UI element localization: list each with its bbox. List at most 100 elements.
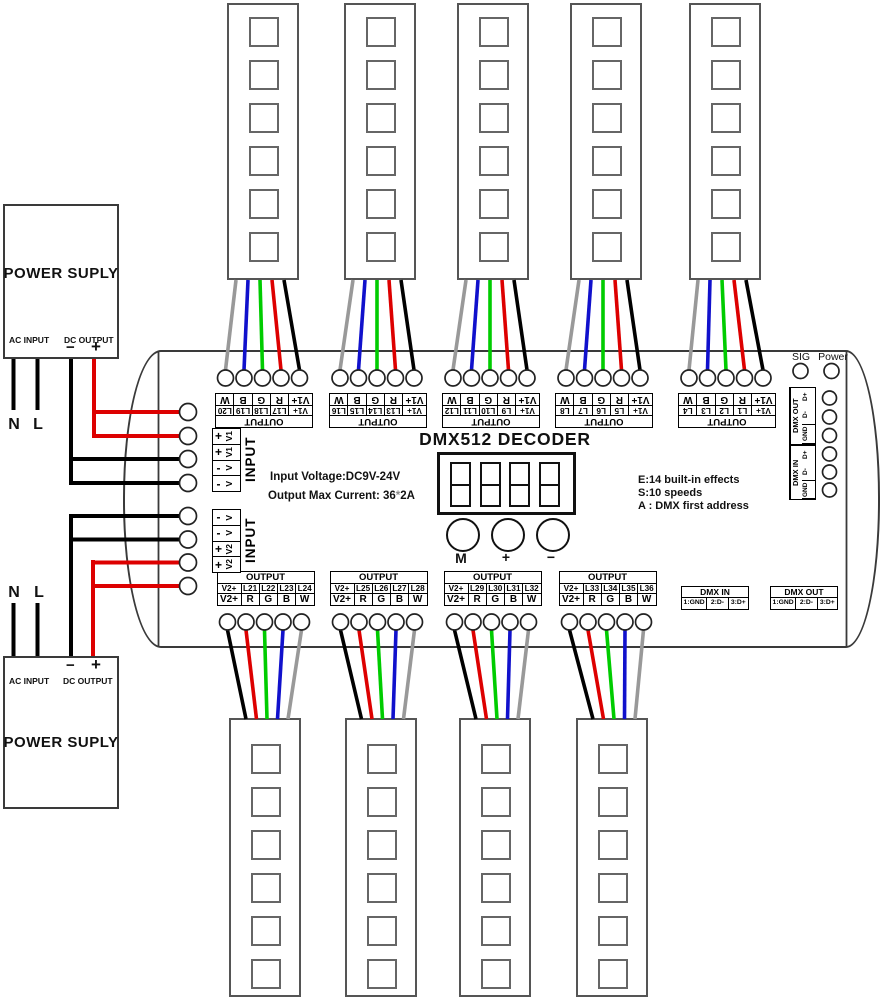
output-block-header-row: OUTPUT bbox=[331, 572, 427, 583]
led-cell bbox=[711, 146, 741, 176]
led-cell bbox=[598, 744, 628, 774]
dmx-side-pin-column: D+D-GND bbox=[802, 446, 815, 499]
led-cell bbox=[251, 787, 281, 817]
terminal-pin-label: V2+ bbox=[332, 594, 352, 605]
terminal-circle bbox=[178, 553, 198, 572]
input-cell-voltage: V bbox=[224, 530, 234, 536]
wire bbox=[338, 629, 364, 720]
input-cell: +V2 bbox=[213, 556, 240, 572]
terminal-pin-label: L14 bbox=[366, 406, 385, 415]
terminal-circle bbox=[274, 613, 292, 631]
wire bbox=[516, 629, 531, 720]
dmx-block-header: DMX OUT bbox=[784, 586, 824, 597]
terminal-pin-label: L15 bbox=[348, 406, 367, 415]
terminal-pin-label: L9 bbox=[497, 406, 516, 415]
output-block-header: OUTPUT bbox=[358, 572, 399, 583]
led-cell bbox=[592, 232, 622, 262]
wire bbox=[357, 629, 374, 720]
led-cell bbox=[481, 744, 511, 774]
terminal-circle bbox=[821, 409, 838, 425]
terminal-circle bbox=[386, 369, 405, 387]
input-block: +V1+V1-V-V bbox=[212, 428, 241, 492]
output-block-header-row: OUTPUT bbox=[330, 416, 426, 427]
wire bbox=[687, 279, 700, 371]
terminal-pin-label: B bbox=[233, 394, 253, 405]
terminal-circle bbox=[178, 576, 198, 596]
led-cell bbox=[598, 873, 628, 903]
wire bbox=[720, 279, 728, 371]
terminal-pin-label: B bbox=[461, 394, 480, 405]
terminal-pin-label: V1+ bbox=[633, 406, 648, 415]
wire bbox=[564, 279, 581, 371]
led-strip bbox=[229, 718, 301, 997]
terminal-pin-label: V1+ bbox=[631, 394, 650, 405]
led-cell bbox=[249, 146, 279, 176]
input-cell-voltage: V bbox=[224, 465, 234, 471]
led-cell bbox=[481, 873, 511, 903]
note-effects: E:14 built-in effects bbox=[638, 474, 740, 486]
led-cell bbox=[711, 189, 741, 219]
plus-button-label: + bbox=[501, 549, 511, 565]
led-cell bbox=[366, 873, 397, 903]
terminal-pin-label: R bbox=[353, 594, 372, 605]
seven-segment-digit bbox=[450, 462, 471, 507]
terminal-circle bbox=[501, 613, 519, 631]
wire bbox=[471, 629, 489, 720]
input-cell-sign: + bbox=[214, 541, 222, 556]
dmx-side-pin: D- bbox=[802, 462, 815, 481]
terminal-circle bbox=[634, 613, 653, 631]
psu-bottom-wire-l-label: L bbox=[34, 584, 44, 601]
terminal-circle bbox=[518, 369, 536, 387]
wire bbox=[223, 279, 238, 371]
terminal-pin-label: L23 bbox=[276, 584, 295, 593]
wire bbox=[225, 629, 248, 720]
psu-bottom-minus-sign: − bbox=[66, 657, 75, 674]
input-cell: -V bbox=[213, 459, 240, 476]
terminal-pin-label: V1+ bbox=[520, 406, 535, 415]
terminal-pin-label: G bbox=[366, 394, 385, 405]
wire bbox=[452, 629, 478, 720]
terminal-pin-label: V2+ bbox=[448, 584, 464, 593]
led-cell bbox=[598, 916, 628, 946]
output-block-header-row: OUTPUT bbox=[556, 416, 652, 427]
led-cell bbox=[592, 60, 622, 90]
seven-segment-digit bbox=[539, 462, 560, 507]
terminal-pin-label: B bbox=[574, 394, 593, 405]
terminal-pin-label: V2+ bbox=[561, 594, 581, 605]
output-block-header-row: OUTPUT bbox=[218, 572, 314, 583]
spec-output-current-text: Output Max Current: 36 bbox=[268, 490, 396, 502]
led-strip bbox=[459, 718, 531, 997]
mode-button bbox=[446, 518, 480, 552]
terminal-pin-label: L33 bbox=[582, 584, 601, 593]
wire bbox=[469, 279, 480, 371]
terminal-pin-label: L25 bbox=[353, 584, 372, 593]
terminal-pin-label: L4 bbox=[679, 406, 698, 415]
output-block-header-row: OUTPUT bbox=[216, 416, 312, 427]
terminal-pin-label: V2+ bbox=[446, 594, 466, 605]
wire bbox=[338, 279, 355, 371]
terminal-circle bbox=[178, 530, 198, 549]
sig-label: SIG bbox=[791, 351, 811, 363]
wire bbox=[275, 629, 285, 720]
terminal-pin-label: L24 bbox=[295, 584, 313, 593]
led-cell bbox=[592, 17, 622, 47]
wire bbox=[489, 629, 499, 720]
terminal-circle bbox=[717, 369, 735, 387]
terminal-circle bbox=[255, 613, 274, 631]
terminal-circle bbox=[405, 369, 423, 387]
dmx-side-pin: D- bbox=[802, 406, 815, 425]
input-cell-voltage: V bbox=[224, 514, 234, 521]
led-cell bbox=[366, 189, 396, 219]
